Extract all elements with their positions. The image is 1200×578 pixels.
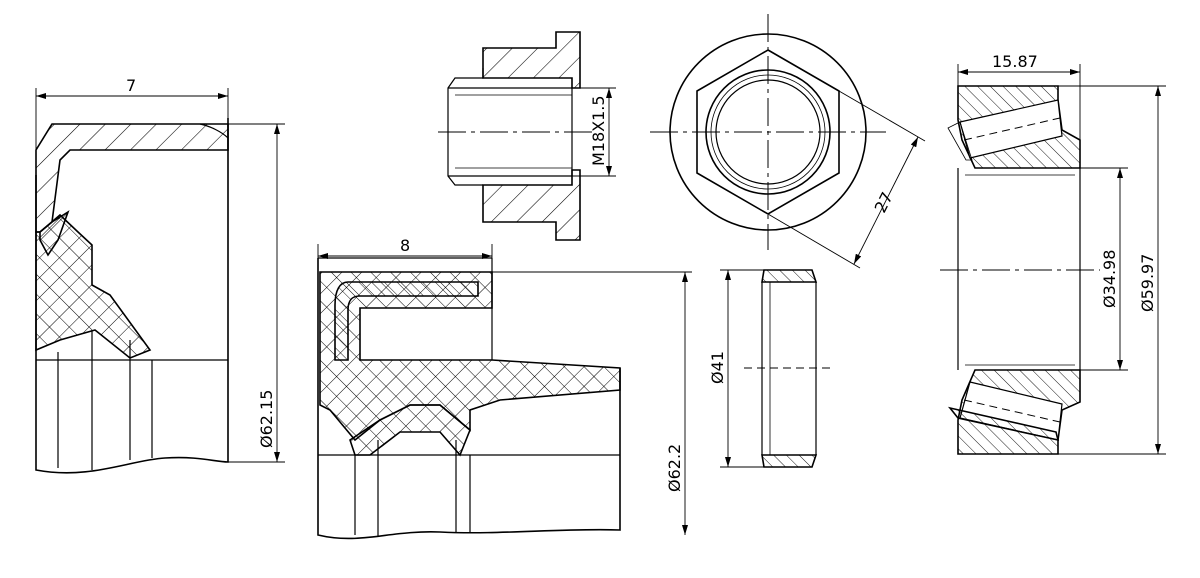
seal-mid-diameter-label: Ø62.2 [665,444,684,492]
seal-mid-section [317,257,621,540]
nut-thread-label: M18X1.5 [589,95,608,166]
seal-left-dimensions: 7 Ø62.15 [35,76,285,463]
nut-front-view: 27 [650,14,926,269]
bearing-bore-label: Ø34.98 [1100,250,1119,308]
seal-mid-width-label: 8 [400,236,410,255]
bearing-outer-label: Ø59.97 [1138,254,1157,312]
ring-diameter-label: Ø41 [708,351,727,384]
seal-left-diameter-label: Ø62.15 [257,390,276,448]
bearing-section [940,85,1100,455]
seal-left-width-label: 7 [126,76,136,95]
nut-across-flats-label: 27 [871,189,897,216]
seal-mid-dimensions: 8 Ø62.2 [317,236,692,535]
bearing-width-label: 15.87 [992,52,1038,71]
bearing-dimensions: 15.87 Ø34.98 Ø59.97 [957,52,1166,455]
seal-left-section [35,118,229,474]
ring-section: Ø41 [708,269,835,468]
nut-side-section: M18X1.5 [438,31,616,241]
